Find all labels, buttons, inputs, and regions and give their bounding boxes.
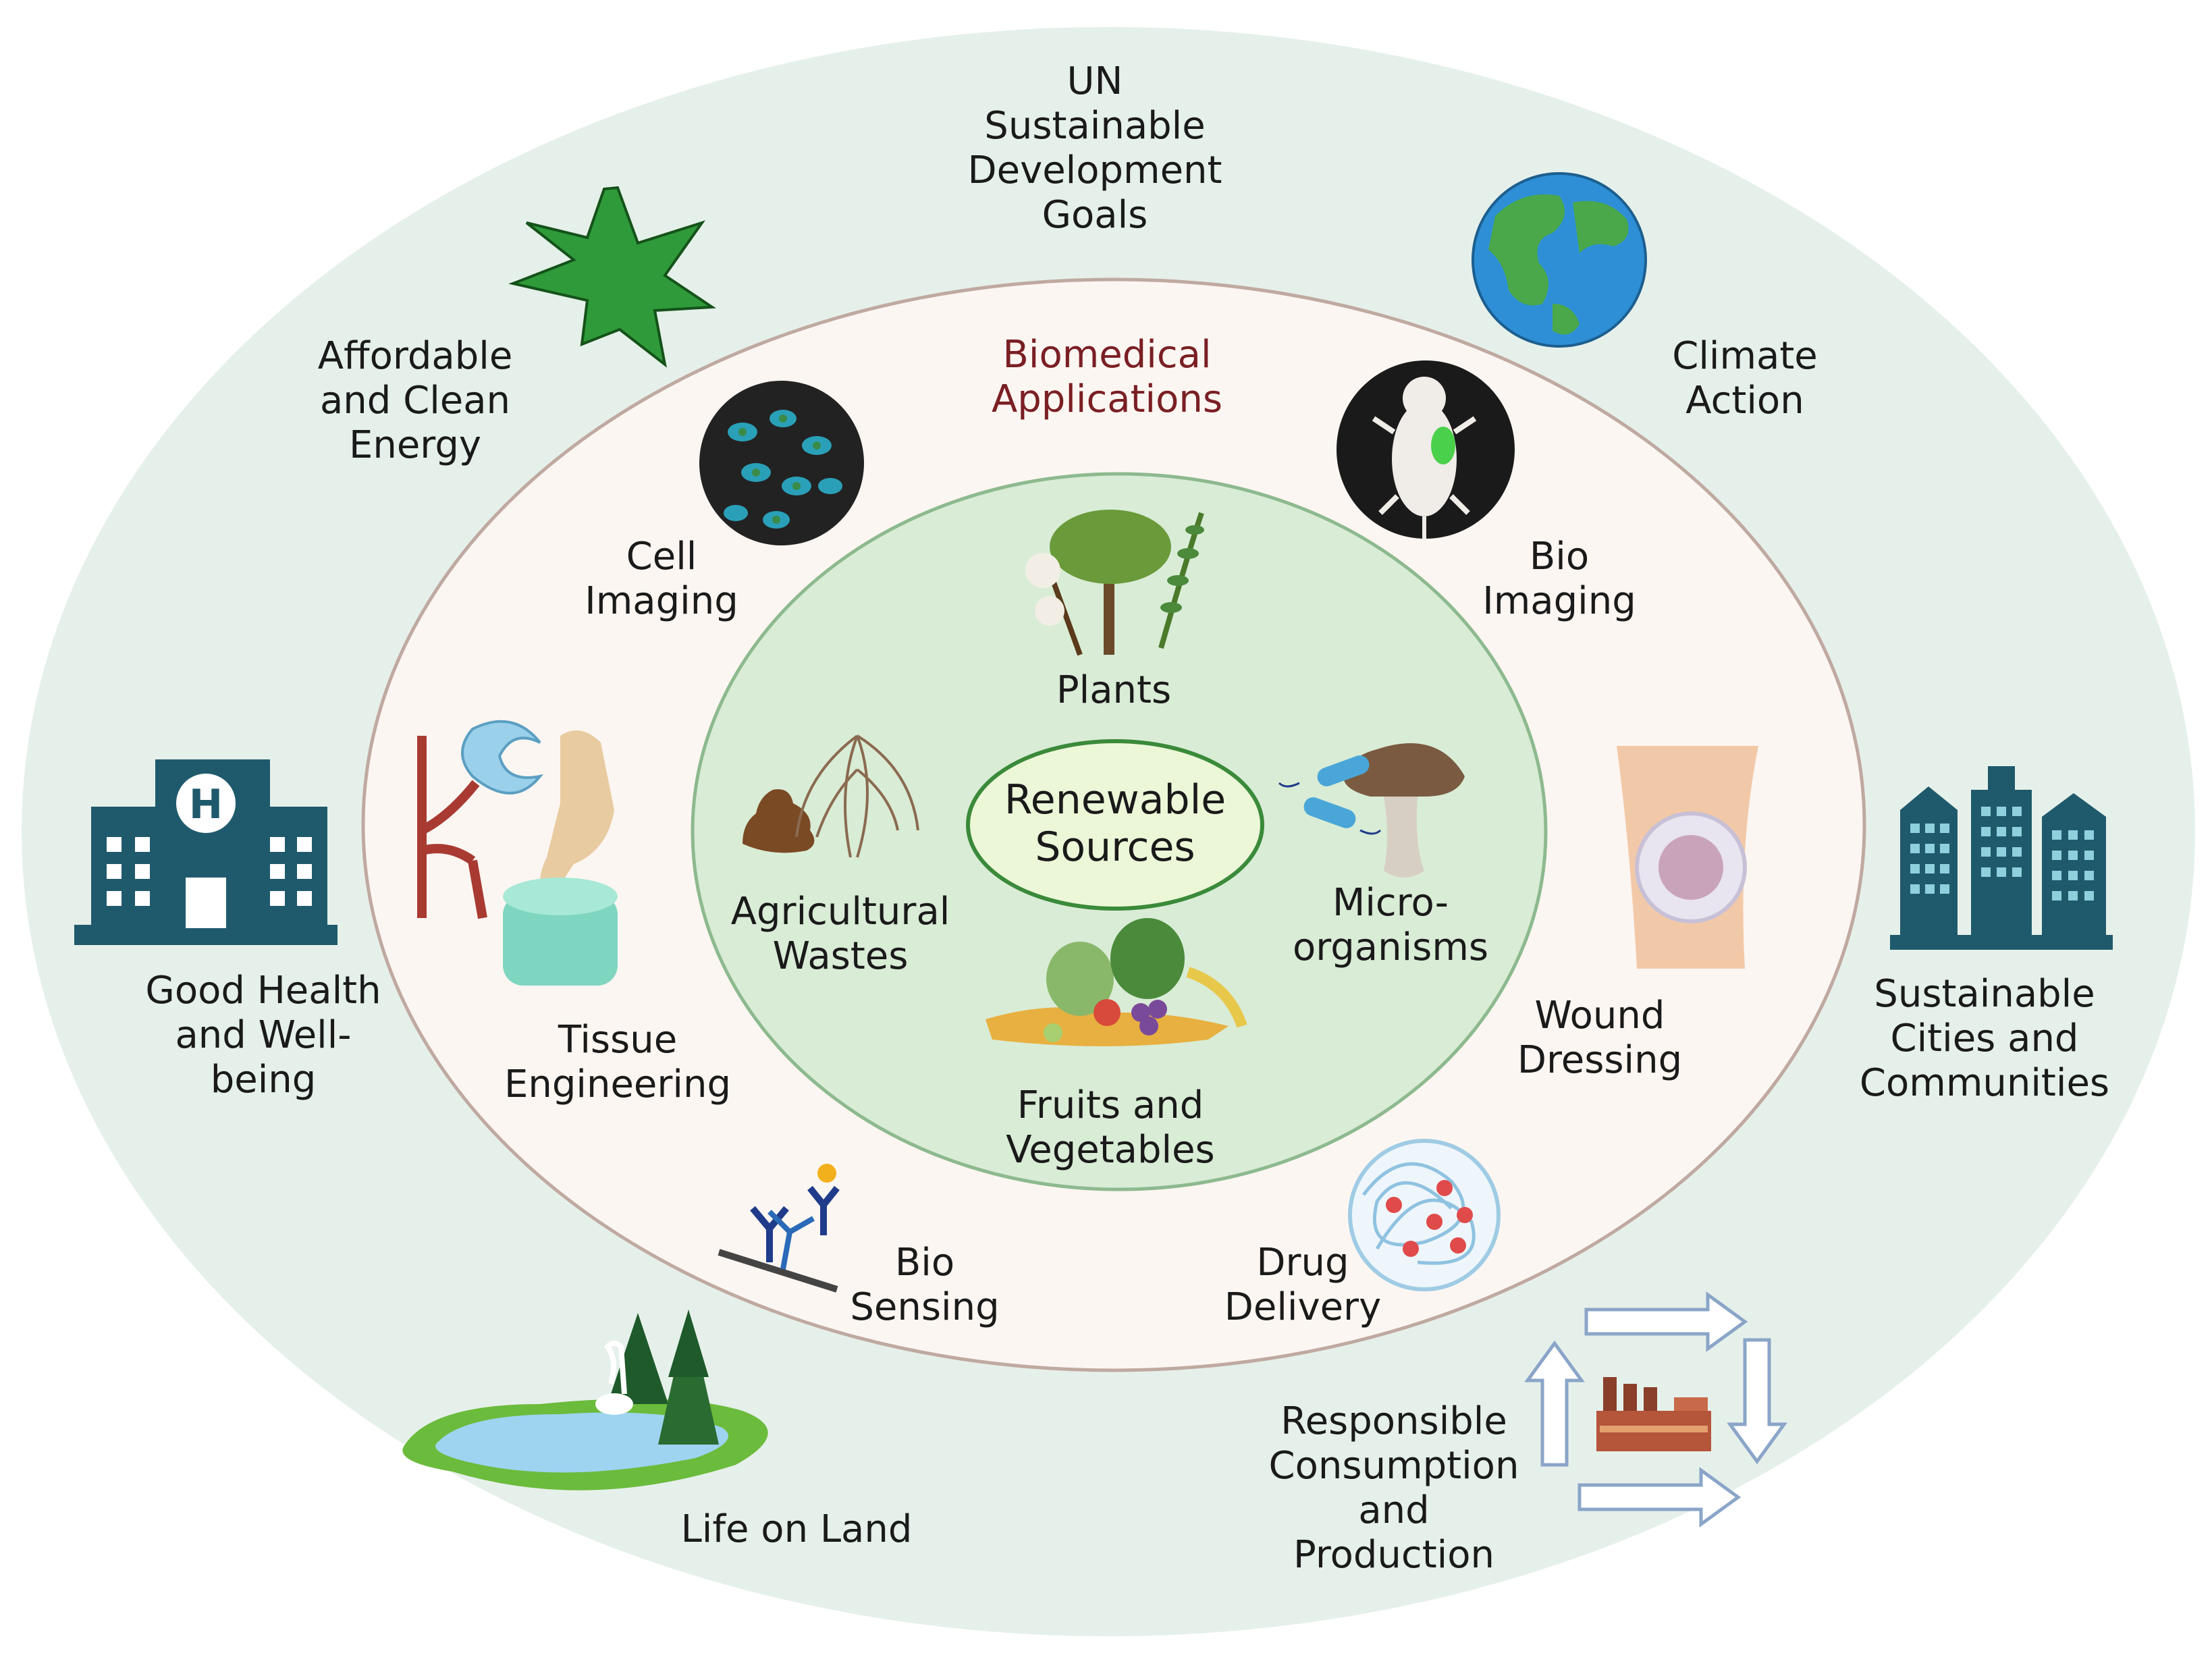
earth-globe-icon	[1472, 172, 1647, 348]
goal-label-consumption: Responsible Consumption and Production	[1268, 1399, 1519, 1577]
plants-trees-icon	[1025, 510, 1204, 656]
center-ellipse	[966, 739, 1264, 911]
app-label-wound-dressing: Wound Dressing	[1517, 994, 1683, 1082]
hospital-icon: H	[74, 759, 338, 945]
goal-label-land: Life on Land	[680, 1507, 913, 1551]
mushroom-bacteria-icon	[1278, 743, 1465, 878]
biomedical-title: Biomedical Applications	[991, 333, 1223, 421]
app-label-drug-delivery: Drug Delivery	[1224, 1241, 1382, 1329]
city-buildings-icon	[1890, 766, 2113, 950]
cells-micrograph-icon	[699, 381, 864, 545]
tissue-scaffold-icon	[417, 720, 618, 986]
app-label-bio-imaging: Bio Imaging	[1482, 535, 1636, 623]
sdg-title: UN Sustainable Development Goals	[967, 59, 1222, 237]
pond-with-trees-icon	[402, 1310, 768, 1490]
goal-label-climate: Climate Action	[1672, 334, 1818, 423]
renewable-sources-label: Renewable Sources	[1004, 776, 1226, 871]
mouse-imaging-icon	[1337, 360, 1515, 540]
nanoparticle-network-icon	[1348, 1139, 1501, 1291]
antibody-sensor-icon	[718, 1164, 840, 1293]
produce-pile-icon	[986, 918, 1247, 1046]
source-label-fruits-vegetables: Fruits and Vegetables	[1006, 1083, 1215, 1172]
goal-label-health: Good Health and Well- being	[145, 969, 381, 1102]
source-label-microorganisms: Micro- organisms	[1292, 881, 1489, 969]
wound-dressing-icon	[1617, 746, 1758, 969]
app-label-bio-sensing: Bio Sensing	[850, 1241, 1000, 1329]
source-label-agricultural-wastes: Agricultural Wastes	[730, 890, 950, 978]
starburst-icon	[508, 186, 717, 368]
source-label-plants: Plants	[1056, 668, 1172, 712]
app-label-tissue-engineering: Tissue Engineering	[504, 1018, 731, 1106]
factory-cycle-icon	[1524, 1291, 1787, 1528]
app-label-cell-imaging: Cell Imaging	[585, 535, 738, 623]
svg-text:H: H	[189, 781, 223, 828]
goal-label-cities: Sustainable Cities and Communities	[1859, 972, 2110, 1105]
manure-roots-icon	[743, 734, 919, 858]
goal-label-energy: Affordable and Clean Energy	[317, 334, 513, 467]
